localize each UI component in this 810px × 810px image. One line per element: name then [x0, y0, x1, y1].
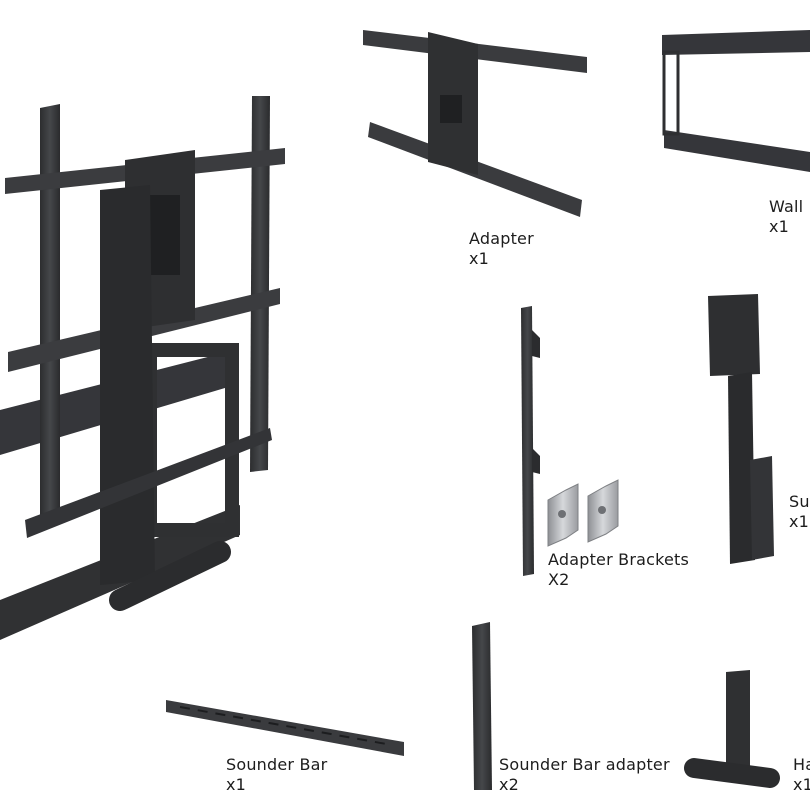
wall-bar-top: [662, 30, 810, 55]
support-top-plate: [708, 294, 760, 376]
label-handle-qty: x1: [793, 775, 810, 794]
long-vertical-bar-hook-top: [532, 330, 540, 358]
label-adapter: Adapter x1: [469, 229, 534, 269]
handle-plate: [726, 670, 750, 770]
handle-part: [684, 670, 780, 788]
label-wall-name: Wall: [769, 197, 804, 216]
assembled-sounder-bar: [25, 428, 272, 538]
label-handle: Ha x1: [793, 755, 810, 795]
adapter-bracket-1: [547, 483, 579, 547]
label-support-qty: x1: [789, 512, 810, 531]
label-sounder-bar-adapter: Sounder Bar adapter x2: [499, 755, 670, 795]
support-bottom-plate: [750, 456, 774, 560]
support-part: [708, 294, 774, 564]
handle-grip: [684, 758, 780, 788]
wall-part: [662, 30, 810, 172]
sounder-bar-part: [166, 700, 404, 756]
adapter-brackets-part: [547, 479, 619, 547]
label-wall-qty: x1: [769, 217, 790, 236]
label-sounder-bar-adapter-qty: x2: [499, 775, 520, 794]
sounder-bar: [166, 700, 404, 756]
assembled-slide-column: [100, 185, 155, 585]
label-adapter-brackets-name: Adapter Brackets: [548, 550, 690, 569]
sounder-bar-adapter: [472, 622, 492, 790]
long-vertical-bar-part: [521, 306, 540, 576]
label-handle-name: Ha: [793, 755, 810, 774]
long-vertical-bar: [521, 306, 534, 576]
adapter-bracket-2: [587, 479, 619, 543]
label-sounder-bar-name: Sounder Bar: [226, 755, 328, 774]
label-adapter-qty: x1: [469, 249, 490, 268]
adapter-part: [363, 30, 587, 217]
assembled-rail-left: [40, 104, 60, 524]
wall-side-post: [662, 50, 680, 136]
long-vertical-bar-hook-bottom: [532, 448, 540, 474]
label-support-name: Su: [789, 492, 810, 511]
label-adapter-name: Adapter: [469, 229, 534, 248]
label-sounder-bar-adapter-name: Sounder Bar adapter: [499, 755, 670, 774]
label-sounder-bar-qty: x1: [226, 775, 247, 794]
label-adapter-brackets: Adapter Brackets X2: [548, 550, 689, 590]
adapter-plate-slot: [440, 95, 462, 123]
label-wall: Wall x1: [769, 197, 803, 237]
assembled-handle: [109, 541, 231, 611]
wall-bar-bottom: [664, 130, 810, 172]
label-sounder-bar: Sounder Bar x1: [226, 755, 327, 795]
assembled-rail-right: [250, 96, 270, 472]
support-column: [728, 372, 755, 564]
label-support: Su x1: [789, 492, 810, 532]
sounder-bar-adapter-part: [472, 622, 492, 790]
assembled-mount: [0, 96, 285, 640]
label-adapter-brackets-qty: X2: [548, 570, 570, 589]
